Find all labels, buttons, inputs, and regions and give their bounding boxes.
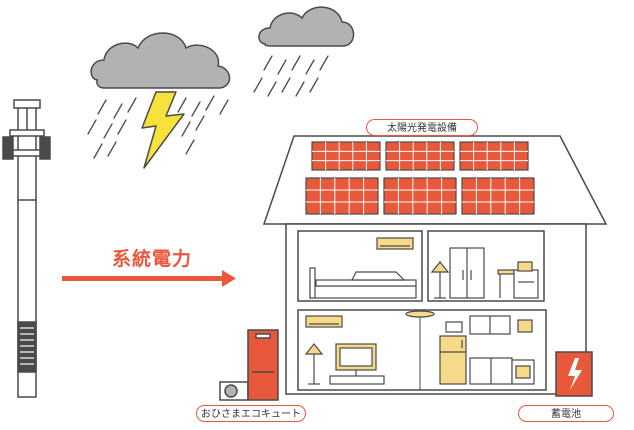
solar-panel-2 — [385, 141, 455, 171]
air-conditioner-upstairs — [376, 237, 414, 250]
kitchen-counter — [469, 357, 535, 385]
wardrobe — [449, 247, 485, 299]
microwave — [445, 321, 463, 333]
lightning-icon — [141, 91, 185, 169]
bed — [309, 267, 417, 299]
solar-panel-3 — [459, 141, 529, 171]
house — [262, 135, 608, 395]
kitchen-cabinet-upper — [469, 315, 511, 335]
solar-panel-5 — [383, 177, 457, 215]
rice-cooker — [517, 319, 533, 333]
desk — [497, 261, 539, 299]
television — [329, 343, 385, 385]
solar-panel-6 — [461, 177, 535, 215]
refrigerator — [439, 335, 467, 385]
grid-power-arrow — [62, 270, 236, 287]
ecocute-heat-pump — [219, 381, 249, 401]
ecocute-label: おひさまエコキュート — [196, 405, 306, 422]
solar-panel-4 — [305, 177, 379, 215]
storage-battery — [555, 351, 593, 397]
storm-cloud-large — [90, 32, 231, 89]
solar-panels — [305, 141, 535, 215]
bolt-icon — [568, 358, 582, 390]
ecocute-tank — [247, 329, 279, 401]
solar-panel-1 — [311, 141, 381, 171]
utility-pole — [2, 99, 51, 398]
battery-label: 蓄電池 — [518, 405, 614, 422]
solar-label: 太陽光発電設備 — [366, 119, 478, 136]
grid-power-label: 系統電力 — [112, 248, 193, 270]
floor-lamp-downstairs — [304, 343, 324, 385]
storm-cloud-small — [258, 6, 355, 47]
air-conditioner-downstairs — [305, 315, 343, 328]
floor-lamp-upstairs — [430, 261, 450, 299]
ceiling-light — [405, 310, 435, 318]
